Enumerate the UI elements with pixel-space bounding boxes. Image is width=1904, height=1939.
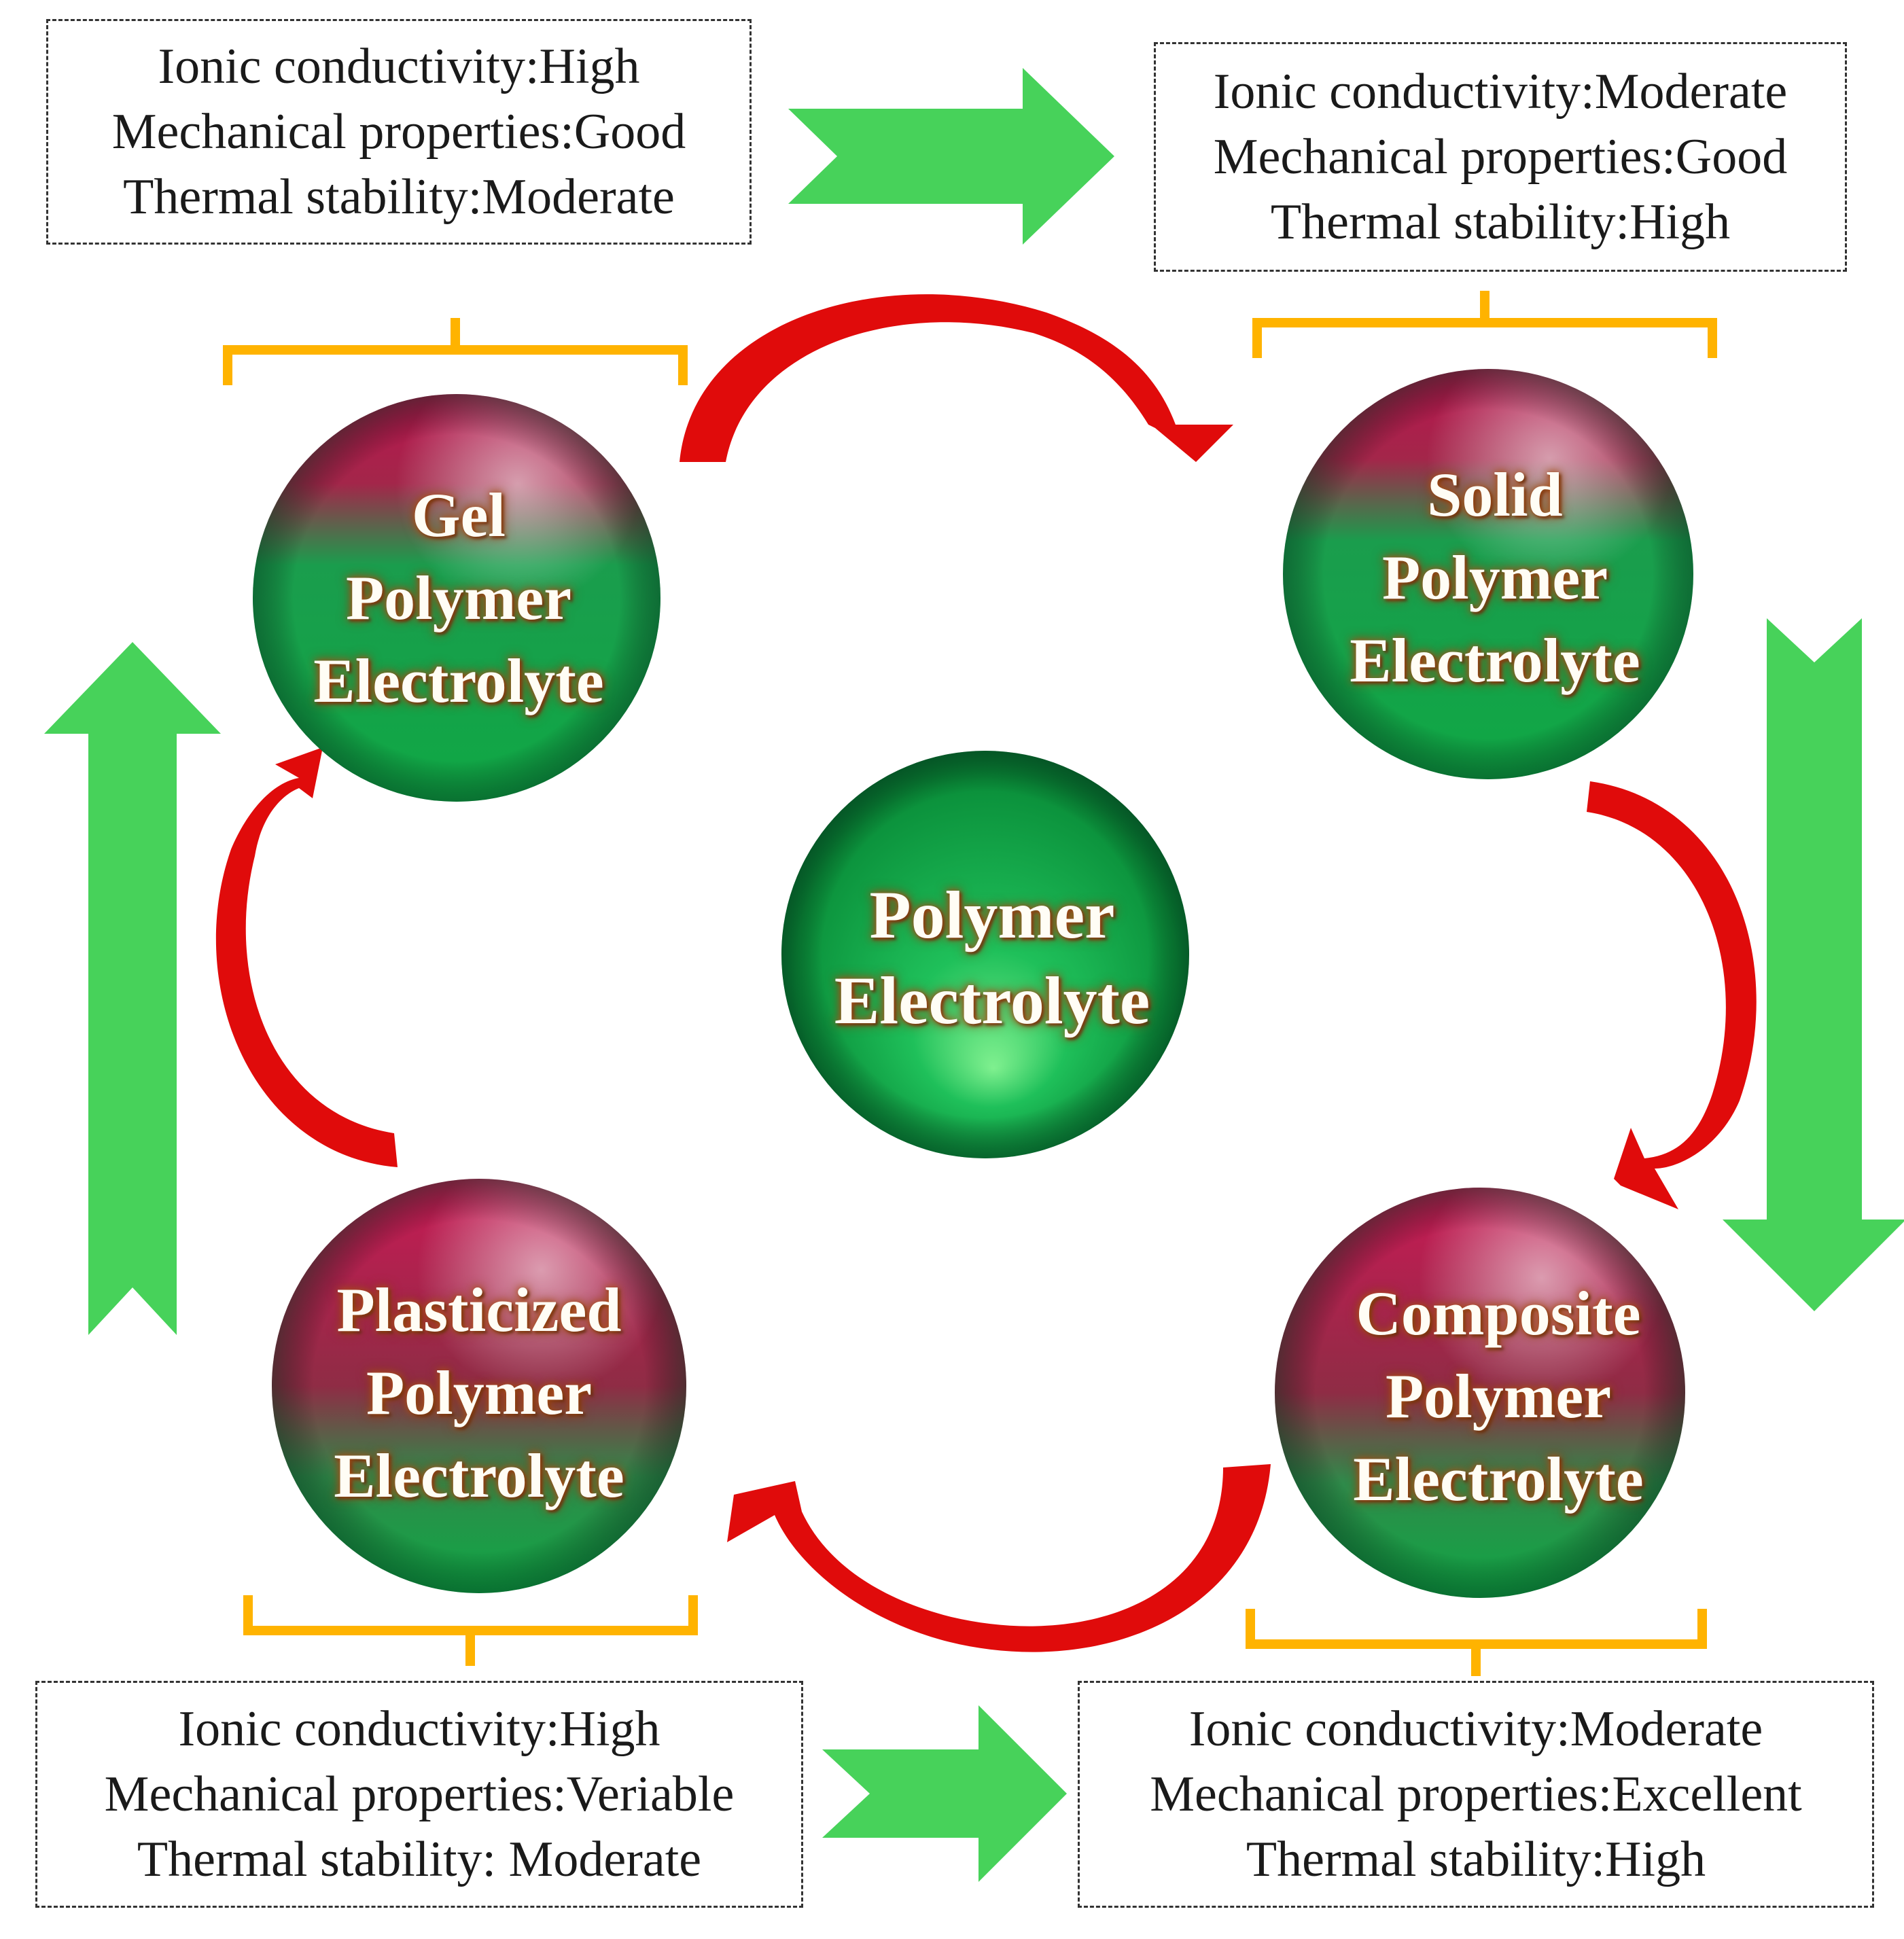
node-label-center: Polymer Electrolyte (775, 741, 1210, 1175)
node-label-composite: Composite Polymer Electrolyte (1284, 1182, 1712, 1610)
sphere-solid (1283, 369, 1693, 779)
solid-mechanical-properties: Mechanical properties:Good (1213, 129, 1788, 185)
node-label-plasticized: Plasticized Polymer Electrolyte (272, 1175, 686, 1610)
node-gel-line3: Electrolyte (313, 646, 604, 715)
bracket-gel (223, 318, 688, 385)
sphere-plasticized (272, 1179, 686, 1593)
node-gel-line2: Polymer (345, 563, 572, 633)
node-solid-line1: Solid (1427, 460, 1563, 529)
red-arrow-solid-to-composite (1587, 781, 1757, 1209)
green-arrow-top-right (788, 68, 1114, 245)
node-solid-line3: Electrolyte (1350, 626, 1640, 695)
bracket-composite (1246, 1609, 1707, 1676)
gel-thermal-stability: Thermal stability:Moderate (123, 169, 675, 225)
bracket-plasticized (243, 1595, 698, 1666)
green-arrow-left-up (44, 642, 221, 1335)
gel-ionic-conductivity: Ionic conductivity:High (158, 39, 640, 94)
node-composite-line3: Electrolyte (1353, 1444, 1644, 1514)
sphere-gel (253, 394, 660, 802)
node-label-gel: Gel Polymer Electrolyte (255, 380, 663, 815)
node-label-solid: Solid Polymer Electrolyte (1260, 367, 1729, 788)
properties-box-gel: Ionic conductivity:High Mechanical prope… (46, 19, 752, 245)
center-line2: Electrolyte (834, 963, 1150, 1038)
composite-mechanical-properties: Mechanical properties:Excellent (1150, 1766, 1802, 1822)
red-arrow-gel-to-solid (680, 294, 1233, 462)
composite-ionic-conductivity: Ionic conductivity:Moderate (1188, 1701, 1763, 1757)
bracket-solid (1252, 291, 1717, 358)
sphere-center (781, 751, 1189, 1158)
composite-thermal-stability: Thermal stability:High (1246, 1832, 1706, 1887)
solid-thermal-stability: Thermal stability:High (1270, 194, 1731, 250)
plasticized-ionic-conductivity: Ionic conductivity:High (178, 1701, 660, 1757)
red-arrow-plasticized-to-gel (215, 747, 398, 1167)
green-arrow-right-down (1723, 618, 1904, 1311)
green-arrow-bottom-right (822, 1705, 1067, 1882)
node-composite-line2: Polymer (1385, 1362, 1612, 1431)
node-composite-line1: Composite (1356, 1279, 1641, 1348)
node-plasticized-line3: Electrolyte (334, 1441, 624, 1510)
center-line1: Polymer (869, 877, 1115, 953)
plasticized-thermal-stability: Thermal stability: Moderate (137, 1832, 702, 1887)
properties-box-composite: Ionic conductivity:Moderate Mechanical p… (1078, 1681, 1874, 1908)
solid-ionic-conductivity: Ionic conductivity:Moderate (1213, 64, 1788, 120)
node-solid-line2: Polymer (1381, 543, 1608, 612)
properties-box-plasticized: Ionic conductivity:High Mechanical prope… (35, 1681, 803, 1908)
node-gel-line1: Gel (412, 480, 506, 550)
properties-box-solid: Ionic conductivity:Moderate Mechanical p… (1154, 42, 1847, 272)
node-plasticized-line2: Polymer (366, 1358, 593, 1427)
red-arrow-composite-to-plasticized (727, 1464, 1271, 1652)
sphere-composite (1275, 1188, 1685, 1598)
node-plasticized-line1: Plasticized (336, 1275, 622, 1345)
plasticized-mechanical-properties: Mechanical properties:Veriable (104, 1766, 735, 1822)
gel-mechanical-properties: Mechanical properties:Good (111, 104, 686, 160)
